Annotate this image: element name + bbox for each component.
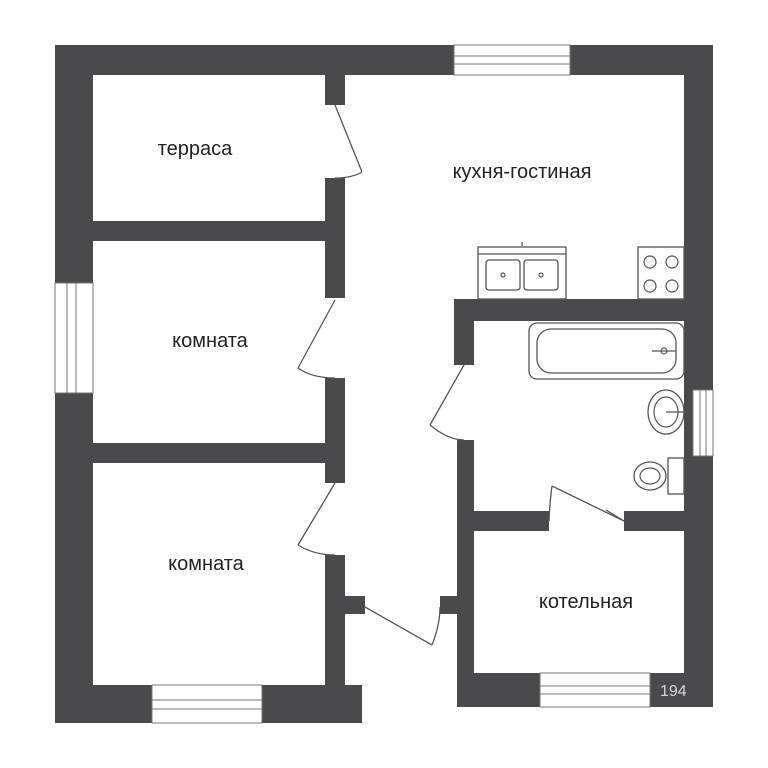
- washbasin: [647, 389, 685, 435]
- kitchen-sink: [477, 242, 567, 300]
- window-top: [453, 44, 571, 76]
- bathtub: [528, 322, 685, 380]
- door-entrance: [364, 606, 441, 646]
- door-room-2: [297, 482, 336, 556]
- room-label-room-1: комната: [172, 330, 249, 352]
- exterior-walls: [55, 45, 713, 723]
- window-bathroom: [692, 389, 714, 457]
- door-boiler-room: [548, 485, 625, 522]
- room-label-terrace: терраса: [158, 138, 233, 160]
- kitchen-stove: [637, 246, 685, 300]
- room-label-room-2: комната: [168, 553, 245, 575]
- door-terrace: [334, 104, 363, 179]
- watermark-text: 194: [660, 683, 687, 700]
- window-bottom-left: [151, 684, 263, 724]
- door-bathroom: [429, 364, 465, 441]
- interior-walls: [93, 75, 713, 707]
- window-left: [54, 282, 94, 394]
- room-label-boiler: котельная: [539, 591, 633, 613]
- window-bottom-right: [539, 672, 651, 708]
- room-label-kitchen-living: кухня-гостиная: [453, 161, 592, 183]
- toilet: [633, 457, 685, 495]
- door-room-1: [297, 299, 336, 379]
